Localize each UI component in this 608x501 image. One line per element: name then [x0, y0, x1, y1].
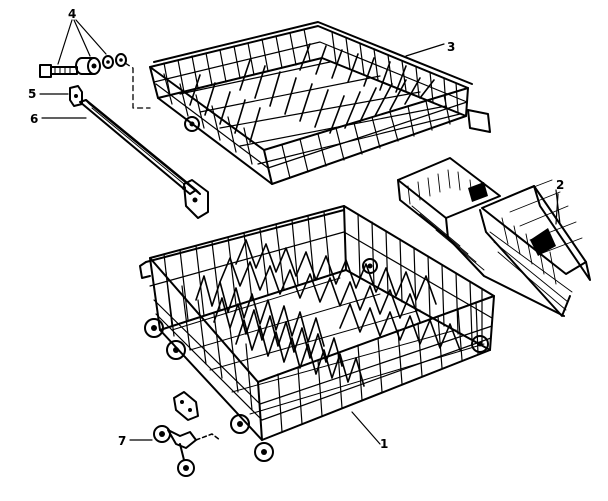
callout-3: 3: [447, 40, 455, 54]
bolt: [39, 64, 78, 78]
rack-track: [79, 99, 209, 219]
mounting-hardware: [39, 53, 151, 109]
spacer: [75, 57, 101, 75]
callout-1: 1: [380, 437, 388, 451]
lower-dish-rack: [139, 205, 495, 462]
callout-5: 5: [28, 87, 36, 101]
callout-6: 6: [30, 112, 38, 126]
washer: [115, 53, 127, 67]
silverware-basket: [397, 157, 591, 317]
callout-leaders: [39, 19, 559, 441]
washer: [102, 55, 114, 69]
callout-4: 4: [68, 7, 76, 21]
wheel-assembly: [153, 391, 221, 477]
callout-2: 2: [556, 178, 564, 192]
callout-7: 7: [118, 434, 126, 448]
upper-dish-rack: [149, 21, 491, 185]
rack-wheels: [144, 258, 489, 462]
